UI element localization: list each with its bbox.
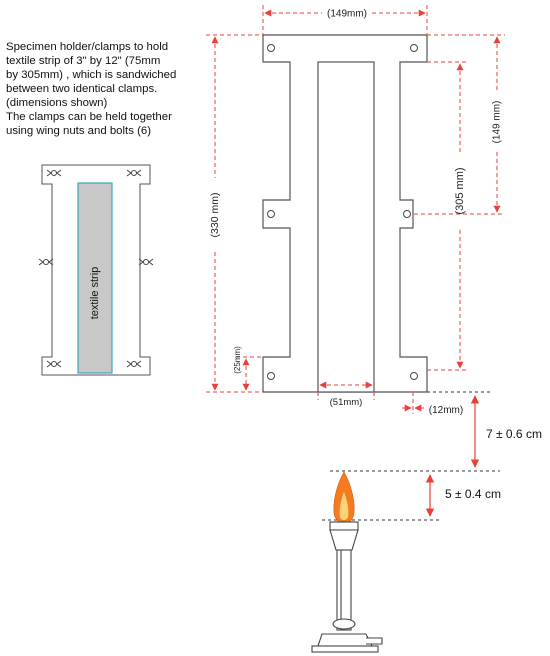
bolt-hole-icon [267, 372, 275, 380]
burner-barrel [336, 549, 352, 631]
caption-line: by 305mm) , which is sandwiched [6, 69, 177, 81]
burner-base [317, 633, 373, 647]
caption-line: between two identical clamps. [6, 83, 158, 95]
bunsen-burner-icon [311, 521, 383, 653]
caption-line: using wing nuts and bolts (6) [6, 125, 151, 137]
flame-distance-arrows [425, 395, 480, 517]
wing-nut-icon [38, 258, 54, 266]
bolt-hole-icon [267, 44, 275, 52]
flame-height-label: 5 ± 0.4 cm [445, 487, 501, 501]
wing-nut-icon [46, 169, 62, 177]
caption-line: Specimen holder/clamps to hold [6, 41, 169, 53]
caption-line: (dimensions shown) [6, 97, 108, 109]
dim-edge-width-label: (12mm) [429, 405, 463, 416]
wing-nut-icon [46, 360, 62, 368]
textile-strip [77, 182, 113, 374]
burner-base-plate [311, 645, 379, 653]
small-clamp: textile strip [38, 164, 154, 376]
burner-collar-taper [329, 529, 359, 551]
wing-nut-icon [126, 360, 142, 368]
large-clamp [262, 34, 428, 393]
flame-core-icon [339, 492, 349, 520]
burner-air-valve [332, 618, 356, 630]
bolt-hole-icon [410, 372, 418, 380]
dim-top-width-label: (149mm) [327, 9, 367, 20]
textile-strip-label: textile strip [89, 267, 101, 320]
caption-line: The clamps can be held together [6, 111, 172, 123]
bolt-hole-icon [410, 44, 418, 52]
wing-nut-icon [126, 169, 142, 177]
wing-nut-icon [138, 258, 154, 266]
clamp-center-slot [317, 61, 375, 393]
gas-inlet-icon [366, 637, 383, 645]
dim-gap-width-label: (51mm) [330, 397, 363, 408]
gap-distance-label: 7 ± 0.6 cm [486, 427, 542, 441]
dim-inner-height-label: (305 mm) [454, 167, 466, 214]
dim-bottom-height-label: (25mm) [233, 346, 242, 374]
bolt-hole-icon [267, 210, 275, 218]
burner-collar [329, 521, 359, 531]
caption-line: textile strip of 3" by 12" (75mm [6, 55, 161, 67]
dim-total-height-label: (330 mm) [209, 193, 221, 238]
dimension-lines [206, 5, 505, 414]
description-text: Specimen holder/clamps to hold textile s… [6, 40, 216, 138]
dim-upper-height-label: (149 mm) [492, 101, 503, 144]
bolt-hole-icon [403, 210, 411, 218]
